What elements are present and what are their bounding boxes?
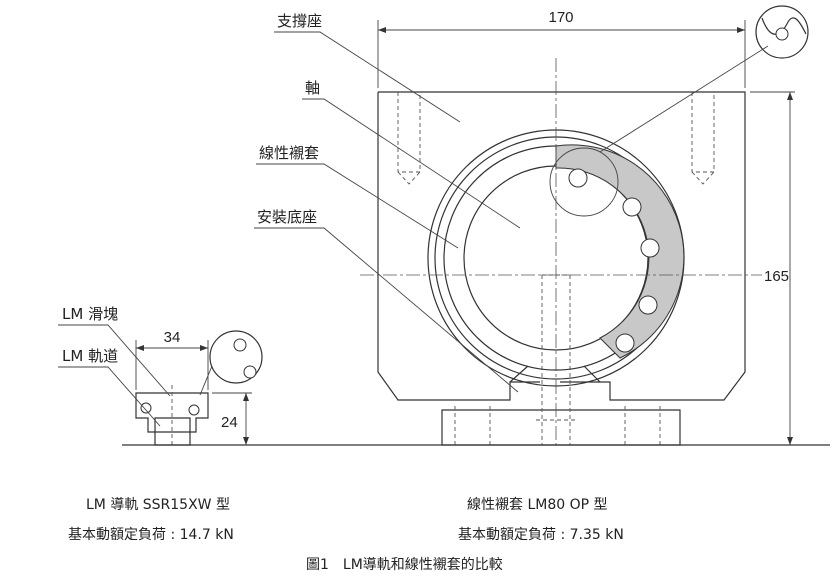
svg-text:線性襯套: 線性襯套 <box>259 144 319 162</box>
dim-170-label: 170 <box>548 9 573 26</box>
label-lm-block: LM 滑塊 <box>58 305 171 397</box>
label-shaft: 軸 <box>302 79 521 229</box>
svg-text:LM 滑塊: LM 滑塊 <box>62 305 118 323</box>
dim-24-label: 24 <box>221 414 238 431</box>
linear-bushing-assembly <box>360 5 809 446</box>
svg-text:支撐座: 支撐座 <box>277 12 322 30</box>
dimension-170: 170 <box>377 9 746 88</box>
svg-text:軸: 軸 <box>305 79 320 97</box>
dimension-165: 165 <box>750 91 795 446</box>
ball-bearings <box>568 168 660 353</box>
support-housing <box>377 91 746 401</box>
right-caption-title: 線性襯套 LM80 OP 型 <box>467 497 608 513</box>
figure-caption: 圖1 LM導軌和線性襯套的比較 <box>306 557 503 573</box>
dim-34-label: 34 <box>164 329 181 346</box>
dimension-34: 34 <box>135 329 209 390</box>
label-base: 安裝底座 <box>254 208 519 393</box>
right-caption-load: 基本動額定負荷 : 7.35 kN <box>458 527 624 543</box>
dim-165-label: 165 <box>764 268 789 285</box>
left-caption-title: LM 導軌 SSR15XW 型 <box>86 497 230 513</box>
mounting-base-plate <box>441 409 681 446</box>
detail-magnifier-large <box>755 5 809 59</box>
label-lm-rail: LM 軌道 <box>58 347 161 427</box>
lm-block <box>135 392 209 433</box>
svg-text:LM 軌道: LM 軌道 <box>62 347 118 365</box>
label-bushing: 線性襯套 <box>256 144 459 249</box>
label-support: 支撐座 <box>274 12 461 123</box>
dimension-24: 24 <box>212 392 252 445</box>
bolt-hole-right <box>691 92 715 185</box>
svg-text:安裝底座: 安裝底座 <box>257 208 317 226</box>
left-caption-load: 基本動額定負荷 : 14.7 kN <box>68 527 234 543</box>
detail-magnifier-small <box>209 330 263 384</box>
lm-guide-assembly <box>122 330 830 446</box>
bolt-hole-left <box>397 92 421 185</box>
